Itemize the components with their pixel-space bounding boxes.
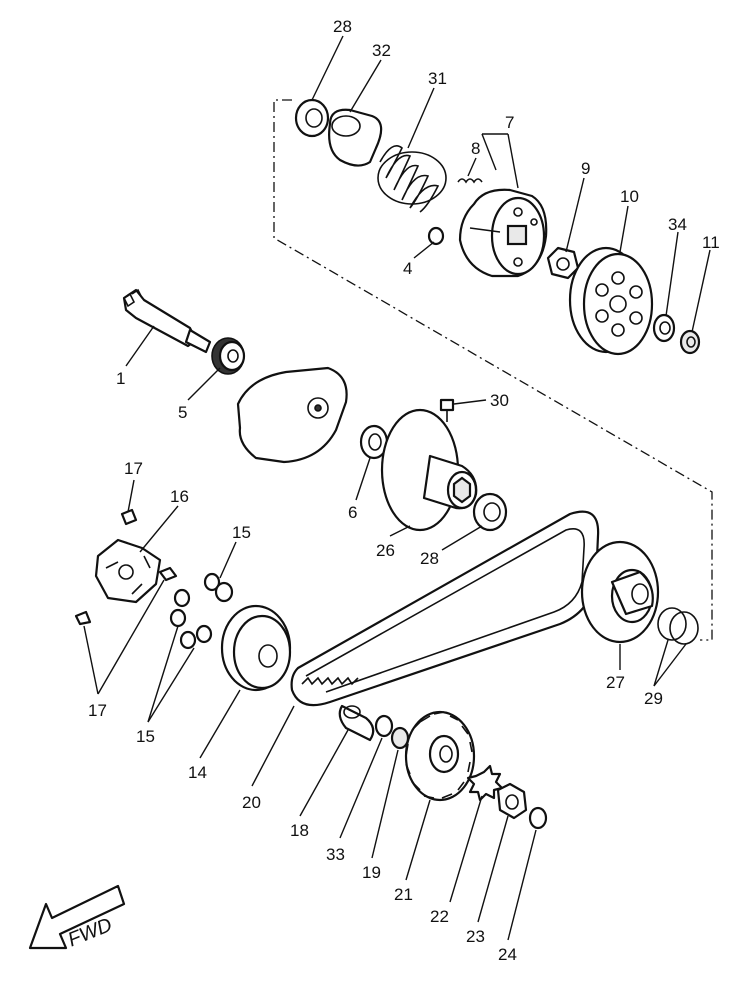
- part-17-slider-a: [120, 508, 138, 526]
- part-24-washer: [528, 806, 548, 830]
- label-28-mid: 28: [420, 549, 439, 568]
- part-29-rings: [657, 607, 699, 645]
- part-31-spring: [377, 145, 447, 213]
- label-22: 22: [430, 907, 449, 926]
- assembly-boundary: [273, 99, 713, 641]
- part-21-cooling-fan: [404, 710, 476, 802]
- fwd-arrow-icon: [28, 884, 126, 950]
- label-8: 8: [471, 139, 480, 158]
- label-17-top: 17: [124, 459, 143, 478]
- part-23-nut: [496, 782, 528, 820]
- label-28-top: 28: [333, 17, 352, 36]
- part-10-clutch-housing: [568, 246, 654, 356]
- label-31: 31: [428, 69, 447, 88]
- label-19: 19: [362, 863, 381, 882]
- label-7: 7: [505, 113, 514, 132]
- label-4: 4: [403, 259, 412, 278]
- part-16-ramp-plate: [94, 538, 162, 604]
- label-34: 34: [668, 215, 687, 234]
- label-24: 24: [498, 945, 517, 964]
- label-26: 26: [376, 541, 395, 560]
- label-27: 27: [606, 673, 625, 692]
- label-15-bottom: 15: [136, 727, 155, 746]
- label-16: 16: [170, 487, 189, 506]
- part-28-washer-mid: [472, 492, 508, 532]
- label-1: 1: [116, 369, 125, 388]
- label-32: 32: [372, 41, 391, 60]
- gearbox-cover: [236, 366, 348, 464]
- label-18: 18: [290, 821, 309, 840]
- label-17-bottom: 17: [88, 701, 107, 720]
- part-26-sheave: [380, 408, 478, 532]
- label-14: 14: [188, 763, 207, 782]
- part-7-clutch-shoe-assembly: [458, 188, 548, 278]
- part-15-rollers: [169, 572, 234, 650]
- part-11-nut: [679, 329, 701, 355]
- label-9: 9: [581, 159, 590, 178]
- part-18-collar: [338, 704, 375, 742]
- part-32-sleeve: [328, 108, 383, 167]
- label-23: 23: [466, 927, 485, 946]
- label-11: 11: [702, 233, 720, 252]
- label-33: 33: [326, 845, 345, 864]
- part-34-washer: [652, 313, 676, 343]
- part-20-v-belt: [290, 510, 600, 707]
- part-33-washer: [374, 714, 394, 738]
- part-1-drive-shaft: [122, 288, 212, 354]
- label-15-top: 15: [232, 523, 251, 542]
- label-5: 5: [178, 403, 187, 422]
- label-21: 21: [394, 885, 413, 904]
- part-17-slider-c: [74, 610, 92, 626]
- part-17-slider-b: [158, 566, 178, 582]
- part-19-washer: [390, 726, 410, 750]
- part-28-washer-top: [294, 98, 330, 138]
- label-20: 20: [242, 793, 261, 812]
- part-labels: 28 32 31 7 8 4 9 10 34 11 1 5 30 6 26 28…: [88, 17, 720, 964]
- label-6: 6: [348, 503, 357, 522]
- part-14-movable-face: [220, 604, 292, 692]
- part-4-small-washer: [427, 226, 445, 246]
- part-5-bearing: [211, 337, 246, 375]
- part-22-star-washer: [466, 764, 504, 802]
- part-27-secondary-sheave: [580, 540, 660, 644]
- label-10: 10: [620, 187, 639, 206]
- part-9-nut: [546, 246, 580, 280]
- part-30-bolt: [439, 398, 455, 422]
- label-29: 29: [644, 689, 663, 708]
- part-8-small-spring: [457, 178, 483, 184]
- leader-lines: [83, 35, 711, 941]
- label-30: 30: [490, 391, 509, 410]
